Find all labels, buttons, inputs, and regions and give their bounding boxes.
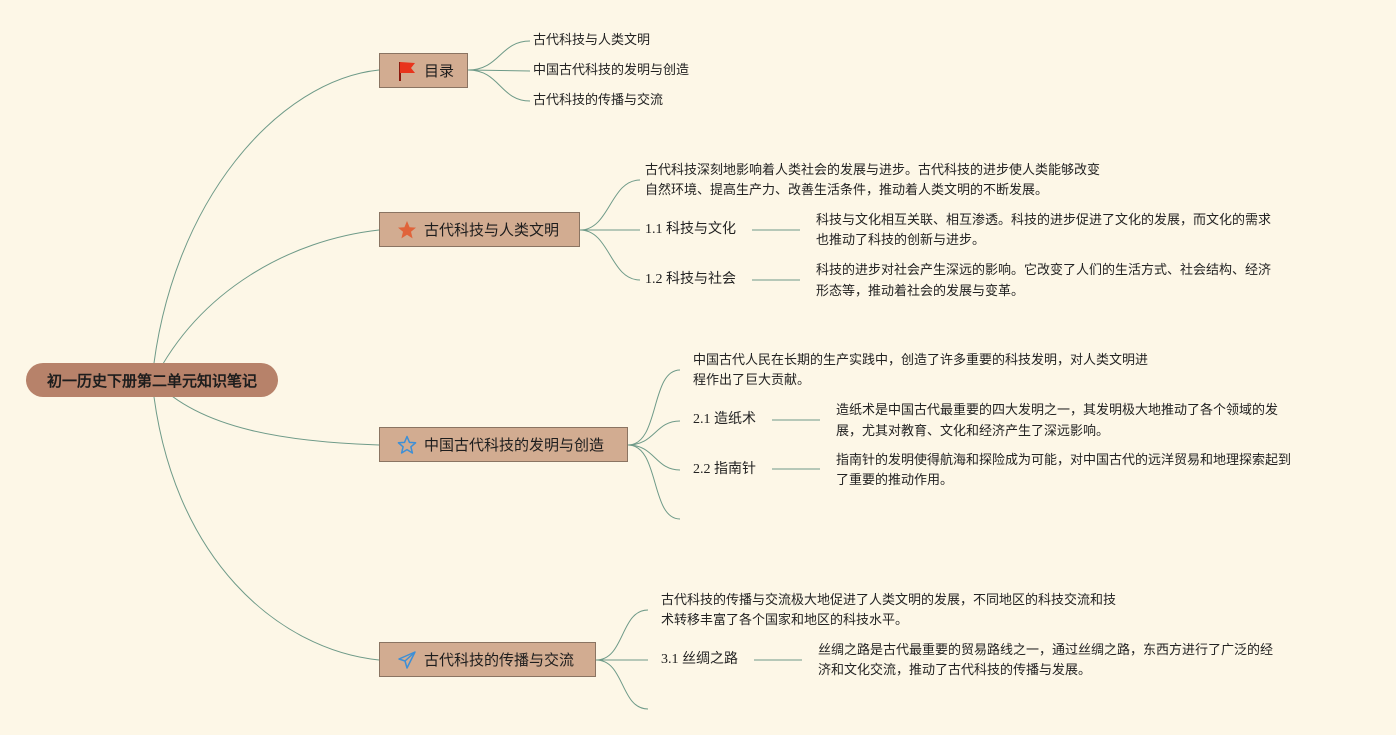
subtopic-desc: 科技的进步对社会产生深远的影响。它改变了人们的生活方式、社会结构、经济: [816, 263, 1272, 278]
branch-ancient-tech-civilization[interactable]: 古代科技与人类文明: [379, 212, 580, 247]
branch-2-label: 中国古代科技的发明与创造: [424, 436, 605, 454]
intro-text: 古代科技深刻地影响着人类社会的发展与进步。古代科技的进步使人类能够改变: [645, 163, 1101, 178]
root-title: 初一历史下册第二单元知识笔记: [46, 371, 257, 390]
branch-1-label: 古代科技与人类文明: [424, 221, 560, 239]
toc-item[interactable]: 古代科技的传播与交流: [533, 93, 664, 108]
subtopic-label[interactable]: 1.1 科技与文化: [645, 222, 736, 237]
root-topic[interactable]: 初一历史下册第二单元知识笔记: [26, 363, 278, 397]
intro-text: 术转移丰富了各个国家和地区的科技水平。: [661, 613, 909, 628]
intro-text: 古代科技的传播与交流极大地促进了人类文明的发展，不同地区的科技交流和技: [661, 593, 1117, 608]
subtopic-desc: 了重要的推动作用。: [836, 473, 954, 488]
branch-toc[interactable]: 目录: [379, 53, 468, 88]
subtopic-desc: 形态等，推动着社会的发展与变革。: [816, 284, 1025, 299]
subtopic-desc: 丝绸之路是古代最重要的贸易路线之一，通过丝绸之路，东西方进行了广泛的经: [818, 643, 1274, 658]
branch-toc-label: 目录: [424, 62, 455, 80]
subtopic-desc: 造纸术是中国古代最重要的四大发明之一，其发明极大地推动了各个领域的发: [836, 403, 1279, 418]
subtopic-label[interactable]: 1.2 科技与社会: [645, 272, 736, 287]
intro-text: 自然环境、提高生产力、改善生活条件，推动着人类文明的不断发展。: [645, 183, 1049, 198]
subtopic-desc: 指南针的发明使得航海和探险成为可能，对中国古代的远洋贸易和地理探索起到: [836, 453, 1292, 468]
subtopic-label[interactable]: 2.2 指南针: [693, 462, 756, 477]
branch-chinese-inventions[interactable]: 中国古代科技的发明与创造: [379, 427, 628, 462]
paper-plane-icon: [396, 649, 418, 671]
star-outline-icon: [396, 434, 418, 456]
branch-tech-exchange[interactable]: 古代科技的传播与交流: [379, 642, 596, 677]
subtopic-desc: 也推动了科技的创新与进步。: [816, 233, 986, 248]
intro-text: 中国古代人民在长期的生产实践中，创造了许多重要的科技发明，对人类文明进: [693, 353, 1149, 368]
subtopic-label[interactable]: 3.1 丝绸之路: [661, 652, 738, 667]
subtopic-label[interactable]: 2.1 造纸术: [693, 412, 756, 427]
branch-3-label: 古代科技的传播与交流: [424, 651, 575, 669]
subtopic-desc: 科技与文化相互关联、相互渗透。科技的进步促进了文化的发展，而文化的需求: [816, 213, 1272, 228]
toc-item[interactable]: 中国古代科技的发明与创造: [533, 63, 690, 78]
subtopic-desc: 展，尤其对教育、文化和经济产生了深远影响。: [836, 424, 1110, 439]
red-flag-icon: [396, 60, 418, 82]
subtopic-desc: 济和文化交流，推动了古代科技的传播与发展。: [818, 663, 1092, 678]
intro-text: 程作出了巨大贡献。: [693, 373, 811, 388]
star-icon: [396, 219, 418, 241]
toc-item[interactable]: 古代科技与人类文明: [533, 33, 651, 48]
